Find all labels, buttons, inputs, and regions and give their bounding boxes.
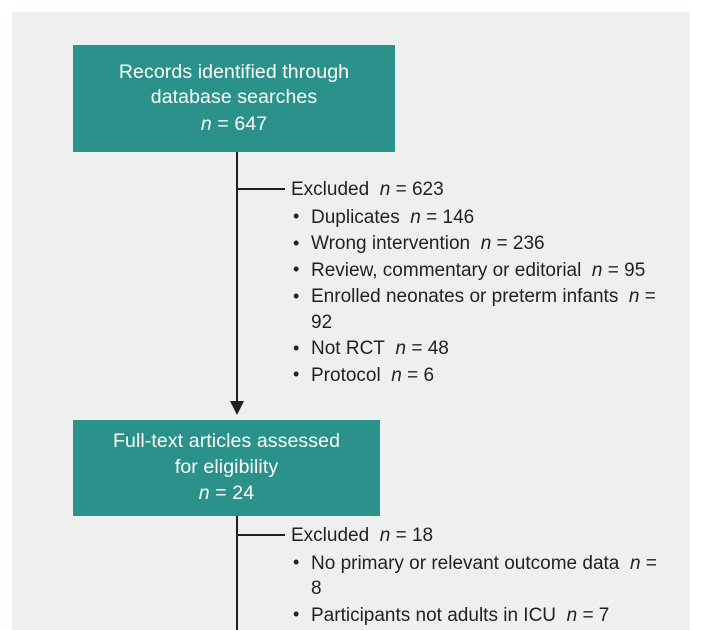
list-item-text: Protocol: [311, 364, 381, 386]
excluded-screening-n-value: = 623: [395, 179, 444, 200]
box-records-count: n = 647: [201, 112, 267, 137]
box-fulltext-line1: Full-text articles assessed: [112, 430, 341, 453]
list-item: • Participants not adults in ICU n = 7: [291, 603, 671, 629]
list-item: • Protocol n = 6: [291, 363, 671, 389]
list-item-text: No primary or relevant outcome data: [311, 552, 620, 574]
connector-line-screening: [236, 152, 238, 402]
box-records-line1: Records identified through: [118, 60, 350, 83]
list-item: • Enrolled neonates or preterm infants n…: [291, 284, 671, 335]
box-records-n-value: = 647: [217, 112, 268, 135]
list-item-n-symbol: n: [566, 604, 578, 626]
excluded-screening-title-label: Excluded: [291, 179, 370, 200]
excluded-screening-n-symbol: n: [379, 179, 391, 200]
list-item-n-value: = 7: [582, 604, 610, 626]
list-item-text: Duplicates: [311, 206, 400, 228]
list-item: • No primary or relevant outcome data n …: [291, 551, 671, 602]
list-item-text: Wrong intervention: [311, 233, 471, 255]
list-item-n-value: = 8: [311, 552, 657, 600]
list-item-n-value: = 92: [311, 286, 656, 333]
list-item: • Review, commentary or editorial n = 95: [291, 258, 671, 284]
excluded-eligibility-n-value: = 18: [395, 525, 434, 546]
list-item-n-value: = 146: [426, 206, 475, 228]
excluded-eligibility-title-label: Excluded: [291, 525, 370, 546]
list-item-n-symbol: n: [410, 206, 421, 228]
list-item-n-value: = 95: [607, 259, 646, 281]
bullet-icon: •: [293, 232, 300, 253]
bullet-icon: •: [293, 285, 300, 306]
list-item-n-symbol: n: [591, 259, 603, 281]
list-item-n-symbol: n: [391, 364, 402, 386]
bullet-icon: •: [293, 364, 300, 385]
box-fulltext-n-value: = 24: [215, 482, 255, 505]
list-item-n-symbol: n: [629, 552, 641, 574]
bullet-icon: •: [293, 206, 300, 227]
excluded-eligibility-n-symbol: n: [379, 525, 391, 546]
list-item-n-symbol: n: [480, 233, 492, 255]
arrow-head-to-fulltext: [229, 401, 244, 415]
box-fulltext-line2: for eligibility: [174, 455, 279, 478]
list-item: • Duplicates n = 146: [291, 205, 671, 231]
box-fulltext-count: n = 24: [199, 481, 254, 506]
connector-line-eligibility: [236, 516, 238, 630]
bullet-icon: •: [293, 259, 300, 280]
box-records-identified: Records identified through database sear…: [73, 45, 395, 152]
list-item-text: Enrolled neonates or preterm infants: [311, 286, 619, 308]
box-records-n-symbol: n: [200, 112, 212, 135]
excluded-block-eligibility: Excluded n = 18 • No primary or relevant…: [291, 523, 671, 629]
list-item-n-symbol: n: [628, 286, 640, 308]
list-item: • Wrong intervention n = 236: [291, 231, 671, 257]
list-item: • Not RCT n = 48: [291, 336, 671, 362]
box-records-line2: database searches: [150, 86, 318, 109]
bullet-icon: •: [293, 552, 300, 573]
box-fulltext-n-symbol: n: [198, 482, 210, 505]
excluded-screening-title: Excluded n = 623: [291, 177, 671, 203]
list-item-text: Not RCT: [311, 338, 385, 360]
bullet-icon: •: [293, 337, 300, 358]
connector-tick-excluded-screening: [236, 188, 285, 190]
list-item-text: Review, commentary or editorial: [311, 259, 582, 281]
list-item-n-value: = 48: [411, 338, 449, 360]
bullet-icon: •: [293, 604, 300, 625]
list-item-n-symbol: n: [395, 338, 407, 360]
list-item-text: Participants not adults in ICU: [311, 604, 557, 626]
box-fulltext-assessed: Full-text articles assessed for eligibil…: [73, 420, 380, 516]
connector-tick-excluded-eligibility: [236, 534, 285, 536]
list-item-n-value: = 6: [407, 364, 435, 386]
excluded-screening-list: • Duplicates n = 146 • Wrong interventio…: [291, 205, 671, 389]
excluded-eligibility-title: Excluded n = 18: [291, 523, 671, 549]
excluded-eligibility-list: • No primary or relevant outcome data n …: [291, 551, 671, 629]
flow-diagram-panel: Records identified through database sear…: [12, 12, 690, 630]
list-item-n-value: = 236: [496, 233, 545, 255]
excluded-block-screening: Excluded n = 623 • Duplicates n = 146 • …: [291, 177, 671, 389]
